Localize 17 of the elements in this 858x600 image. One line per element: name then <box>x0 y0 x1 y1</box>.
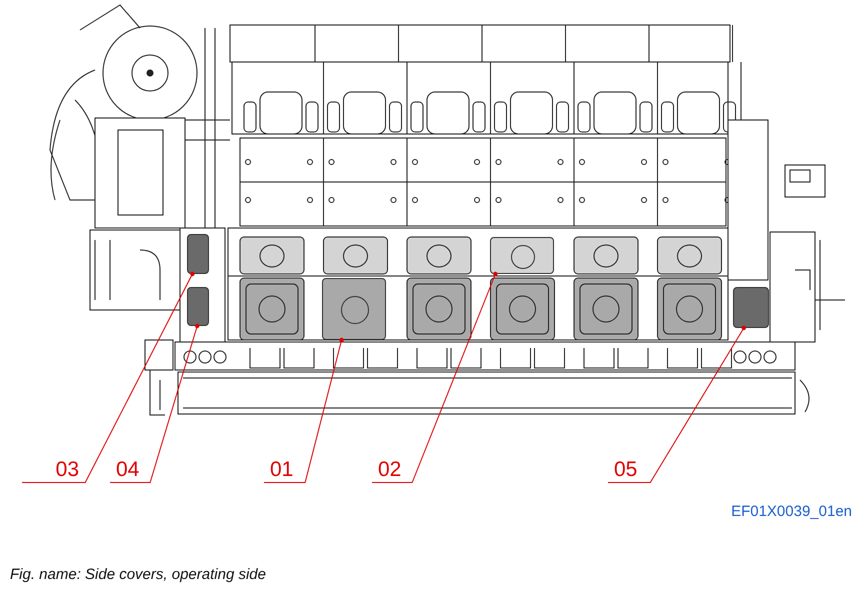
leader-line <box>84 272 195 484</box>
leader-line <box>150 324 200 484</box>
callout-number: 03 <box>22 458 85 483</box>
callout-number: 02 <box>372 458 412 483</box>
side-cover <box>490 237 554 274</box>
side-cover <box>187 234 209 274</box>
callout-number: 04 <box>110 458 150 483</box>
callout-number: 01 <box>264 458 305 483</box>
leader-line <box>650 326 746 484</box>
side-cover <box>187 287 209 326</box>
drawing-code: EF01X0039_01en <box>731 503 852 520</box>
leader-line <box>412 272 498 484</box>
side-cover <box>733 287 769 328</box>
leader-line <box>304 338 344 484</box>
callout-number: 05 <box>608 458 650 483</box>
figure-caption: Fig. name: Side covers, operating side <box>10 566 266 583</box>
side-cover <box>322 278 386 340</box>
